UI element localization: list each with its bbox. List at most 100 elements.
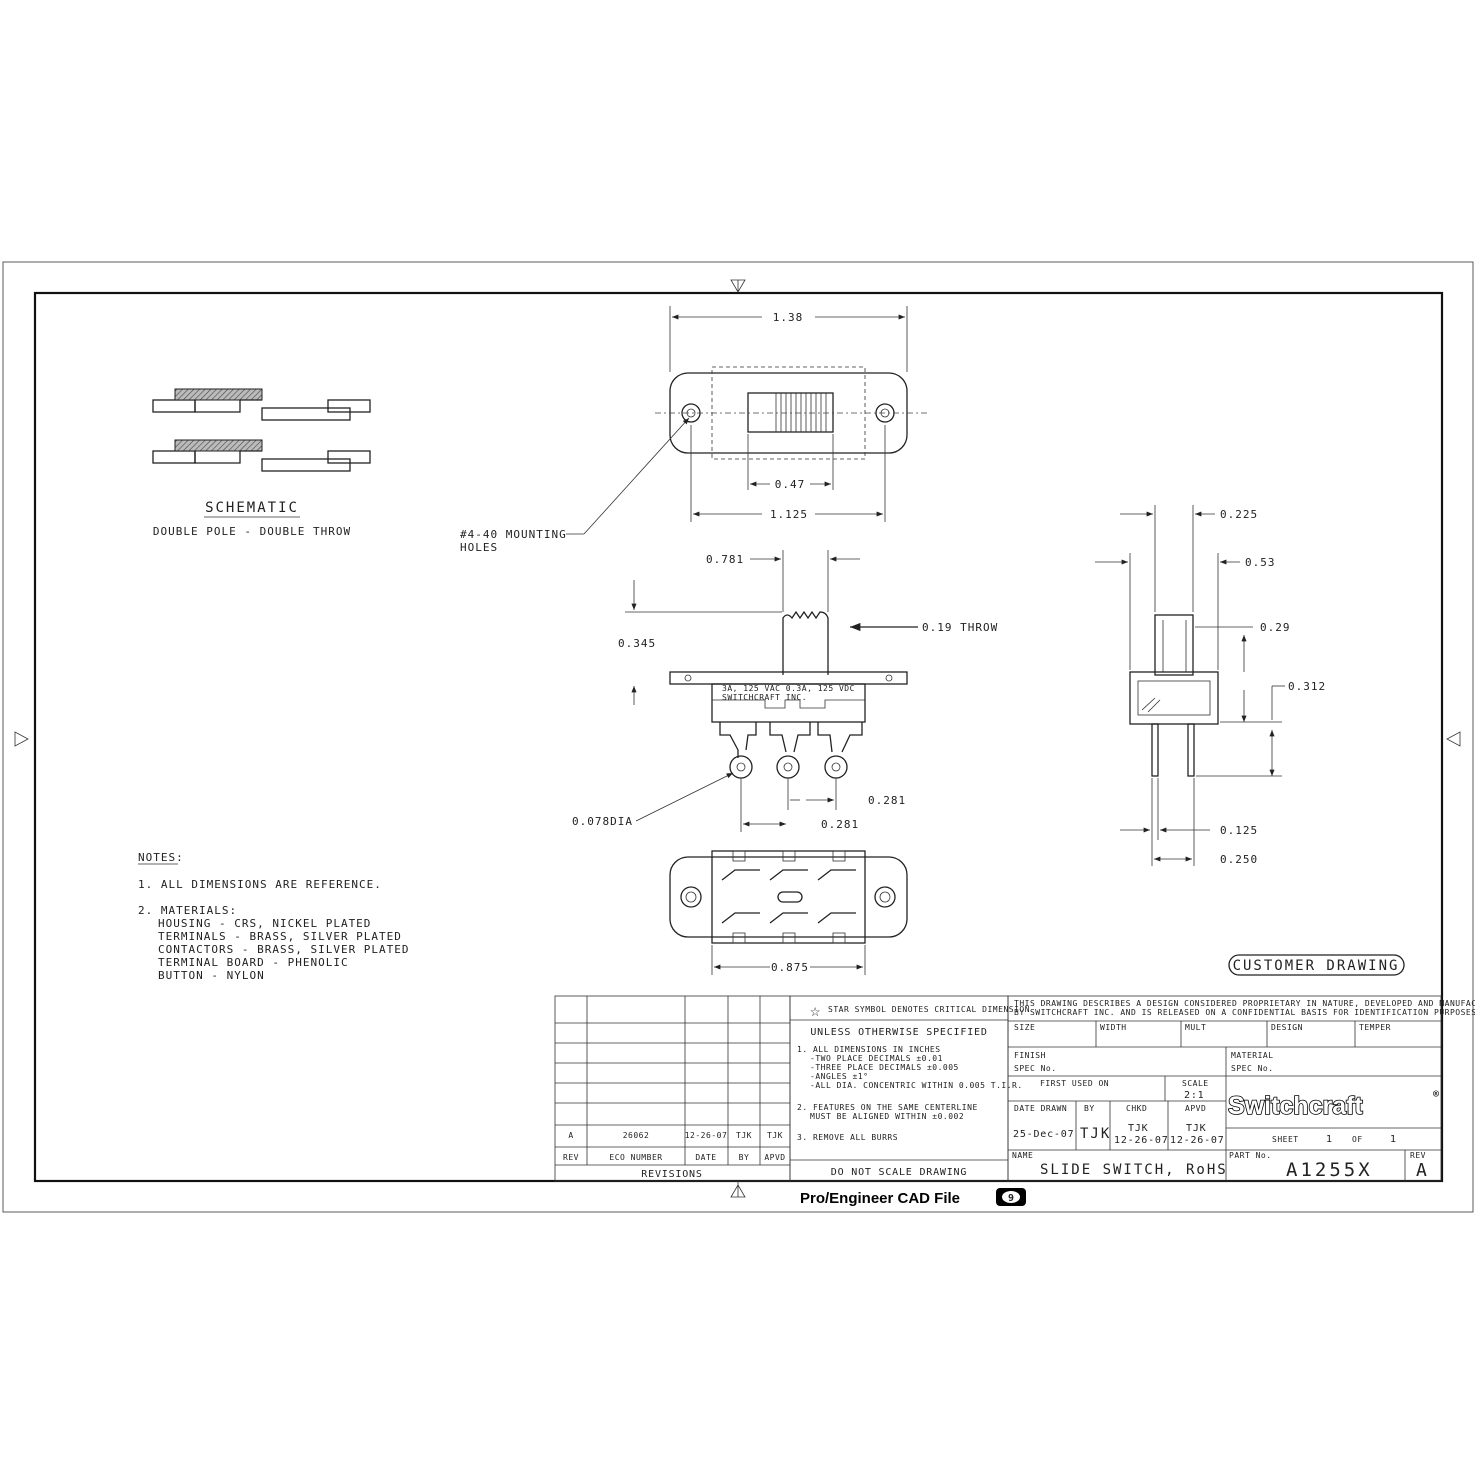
tb-part-label: PART No.	[1229, 1151, 1272, 1160]
note-2: 2. MATERIALS:	[138, 904, 237, 917]
inner-frame	[33, 291, 1444, 1183]
tb-design: DESIGN	[1271, 1023, 1303, 1032]
dim-0345	[625, 580, 782, 705]
tb-by: TJK	[1080, 1126, 1111, 1142]
star-note: STAR SYMBOL DENOTES CRITICAL DIMENSION	[828, 1005, 1030, 1014]
switch-maker: SWITCHCRAFT INC.	[722, 693, 807, 702]
tb-apvd-label: APVD	[1185, 1104, 1206, 1113]
tb-apvd-date: 12-26-07	[1170, 1135, 1225, 1146]
note-material-3: CONTACTORS - BRASS, SILVER PLATED	[158, 943, 410, 956]
tb-spec-no-2: SPEC No.	[1231, 1064, 1274, 1073]
dim-047-label: 0.47	[775, 478, 806, 491]
cad-file-label: Pro/Engineer CAD File	[800, 1190, 960, 1207]
center-marks	[14, 279, 1461, 1198]
dim-138-label: 1.38	[773, 311, 804, 324]
unless-specified: UNLESS OTHERWISE SPECIFIED	[810, 1027, 987, 1038]
tb-mult: MULT	[1185, 1023, 1206, 1032]
switchcraft-logo: Switchcraft	[1228, 1092, 1363, 1120]
tb-spec-no: SPEC No.	[1014, 1064, 1057, 1073]
tb-date-drawn: 25-Dec-07	[1013, 1129, 1074, 1140]
dim-1125	[690, 425, 886, 522]
dim-019-label: 0.19 THROW	[922, 621, 998, 634]
tb-chkd-date: 12-26-07	[1114, 1135, 1169, 1146]
rev-header-eco: ECO NUMBER	[609, 1153, 662, 1162]
spec-1d: -ALL DIA. CONCENTRIC WITHIN 0.005 T.I.R.	[810, 1081, 1023, 1090]
end-view-dims	[1095, 505, 1285, 866]
rev-apvd: TJK	[767, 1131, 783, 1140]
tb-rev: A	[1416, 1160, 1427, 1181]
bottom-view	[669, 850, 908, 944]
tb-sheet-label: SHEET	[1272, 1135, 1299, 1144]
note-material-1: HOUSING - CRS, NICKEL PLATED	[158, 917, 371, 930]
notes-heading: NOTES:	[138, 851, 184, 864]
rev-header-rev: REV	[563, 1153, 579, 1162]
tb-scale-label: SCALE	[1182, 1079, 1209, 1088]
spec-1a: -TWO PLACE DECIMALS ±0.01	[810, 1054, 943, 1063]
tb-scale: 2:1	[1184, 1090, 1204, 1101]
tb-rev-label: REV	[1410, 1151, 1426, 1160]
dim-0225-label: 0.225	[1220, 508, 1258, 521]
rev-header-date: DATE	[695, 1153, 716, 1162]
dim-0781	[750, 550, 860, 612]
spec-2b: MUST BE ALIGNED WITHIN ±0.002	[810, 1112, 964, 1121]
tb-width: WIDTH	[1100, 1023, 1127, 1032]
end-view	[1129, 614, 1219, 777]
note-1: 1. ALL DIMENSIONS ARE REFERENCE.	[138, 878, 382, 891]
dim-0250-label: 0.250	[1220, 853, 1258, 866]
star-icon: ☆	[810, 1001, 820, 1021]
top-view	[655, 366, 930, 460]
dia-leader	[635, 772, 734, 822]
revisions-title: REVISIONS	[641, 1169, 702, 1180]
outer-frame	[2, 261, 1474, 1213]
proprietary-1: THIS DRAWING DESCRIBES A DESIGN CONSIDER…	[1014, 999, 1475, 1008]
tb-name: SLIDE SWITCH, RoHS	[1040, 1162, 1228, 1178]
note-material-5: BUTTON - NYLON	[158, 969, 265, 982]
rev-header-apvd: APVD	[764, 1153, 785, 1162]
dim-0078-label: 0.078DIA	[572, 815, 633, 828]
dim-0345-label: 0.345	[618, 637, 656, 650]
rev-eco: 26062	[623, 1131, 650, 1140]
spec-1c: -ANGLES ±1°	[810, 1072, 868, 1081]
tb-sheet-no: 1	[1326, 1134, 1333, 1145]
dim-0312-label: 0.312	[1288, 680, 1326, 693]
tb-first-used: FIRST USED ON	[1040, 1079, 1109, 1088]
tb-of-label: OF	[1352, 1135, 1363, 1144]
tb-chkd-label: CHKD	[1126, 1104, 1147, 1113]
side-view	[669, 610, 908, 779]
revision-block	[554, 995, 791, 1182]
tb-material: MATERIAL	[1231, 1051, 1274, 1060]
tb-apvd: TJK	[1186, 1123, 1206, 1134]
mounting-leader	[583, 417, 690, 535]
mounting-line2: HOLES	[460, 541, 498, 554]
dim-0281a	[787, 778, 837, 810]
spec-3: 3. REMOVE ALL BURRS	[797, 1133, 898, 1142]
dim-0281b-label: 0.281	[821, 818, 859, 831]
tb-finish: FINISH	[1014, 1051, 1046, 1060]
rev-header-by: BY	[739, 1153, 750, 1162]
spec-1: 1. ALL DIMENSIONS IN INCHES	[797, 1045, 941, 1054]
note-material-2: TERMINALS - BRASS, SILVER PLATED	[158, 930, 402, 943]
mounting-line1: #4-40 MOUNTING	[460, 528, 567, 541]
tb-chkd: TJK	[1128, 1123, 1148, 1134]
dim-138	[669, 306, 908, 372]
customer-drawing-badge	[1228, 954, 1405, 976]
dim-047	[747, 434, 834, 490]
schematic-symbol	[152, 388, 371, 472]
customer-drawing-label: CUSTOMER DRAWING	[1233, 958, 1400, 974]
proprietary-2: BY SWITCHCRAFT INC. AND IS RELEASED ON A…	[1014, 1008, 1475, 1017]
spec-2a: 2. FEATURES ON THE SAME CENTERLINE	[797, 1103, 978, 1112]
note-material-4: TERMINAL BOARD - PHENOLIC	[158, 956, 349, 969]
tb-temper: TEMPER	[1359, 1023, 1391, 1032]
do-not-scale: DO NOT SCALE DRAWING	[831, 1167, 967, 1178]
dim-1125-label: 1.125	[770, 508, 808, 521]
switch-rating: 3A, 125 VAC 0.3A, 125 VDC	[722, 684, 855, 693]
spec-1b: -THREE PLACE DECIMALS ±0.005	[810, 1063, 959, 1072]
dim-0125-label: 0.125	[1220, 824, 1258, 837]
schematic-subtitle: DOUBLE POLE - DOUBLE THROW	[153, 525, 351, 538]
dim-0281a-label: 0.281	[868, 794, 906, 807]
dim-0875	[711, 945, 866, 975]
tb-part: A1255X	[1286, 1159, 1373, 1181]
schematic-title: SCHEMATIC	[205, 500, 299, 516]
tb-date-drawn-label: DATE DRAWN	[1014, 1104, 1067, 1113]
